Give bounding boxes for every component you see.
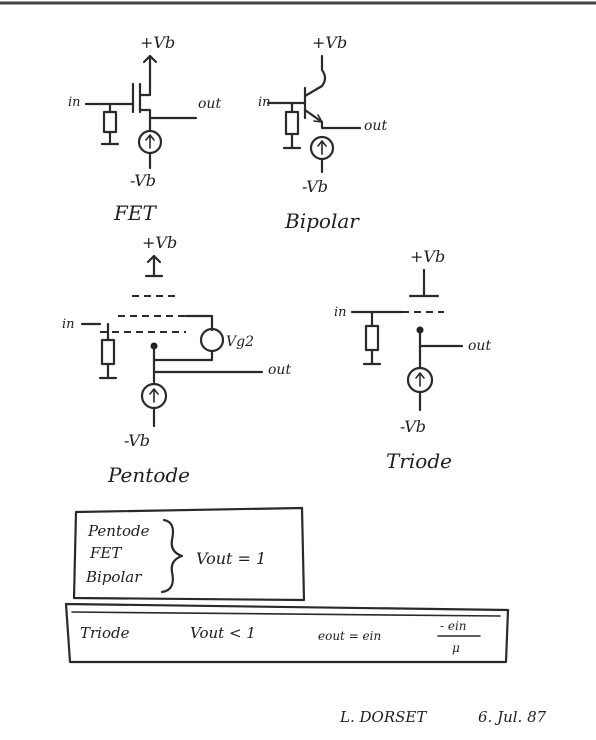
box1-result: Vout = 1 [196,549,266,568]
triode-name: Triode [386,449,452,473]
pentode-grid-supply-label: Vg2 [226,334,254,350]
signature-name: L. DORSET [339,708,427,726]
triode-supply-neg-label: -Vb [400,417,426,436]
bipolar-circuit: +Vb in out -Vb Bipolar [258,33,387,233]
summary-box-triode-gain: Triode Vout < 1 eout = ein - ein μ [64,602,510,664]
box1-line-1: Pentode [87,522,150,540]
signature-date: 6. Jul. 87 [478,708,547,726]
pentode-output-label: out [268,362,291,378]
summary-box-unity-gain: Pentode FET Bipolar Vout = 1 [72,506,306,602]
fet-supply-neg-label: -Vb [130,171,156,190]
box1-line-2: FET [89,544,122,562]
box1-line-3: Bipolar [85,568,142,586]
pentode-name: Pentode [107,463,190,487]
bipolar-name: Bipolar [284,209,360,233]
box2-formula-den: μ [452,641,460,655]
triode-supply-pos-label: +Vb [410,247,445,266]
fet-input-label: in [68,95,81,110]
fet-supply-pos-label: +Vb [140,33,175,52]
box2-result: Vout < 1 [190,624,256,642]
fet-name: FET [113,201,157,225]
bipolar-output-label: out [364,118,387,134]
box2-formula-num: - ein [440,619,467,633]
signature: L. DORSET 6. Jul. 87 [339,708,547,726]
pentode-supply-neg-label: -Vb [124,431,150,450]
pentode-input-label: in [62,317,75,332]
triode-circuit: +Vb in out -Vb Triode [334,247,491,473]
fet-output-label: out [198,96,221,112]
pentode-supply-pos-label: +Vb [142,233,177,252]
bipolar-input-label: in [258,95,271,110]
bipolar-supply-neg-label: -Vb [302,177,328,196]
box2-formula-lhs: eout = ein [318,629,381,643]
fet-circuit: +Vb in out -Vb FET [68,33,221,225]
triode-output-label: out [468,338,491,354]
box2-device: Triode [80,624,130,642]
triode-input-label: in [334,305,347,320]
pentode-circuit: +Vb in Vg2 out -Vb Pentode [62,233,291,487]
bipolar-supply-pos-label: +Vb [312,33,347,52]
